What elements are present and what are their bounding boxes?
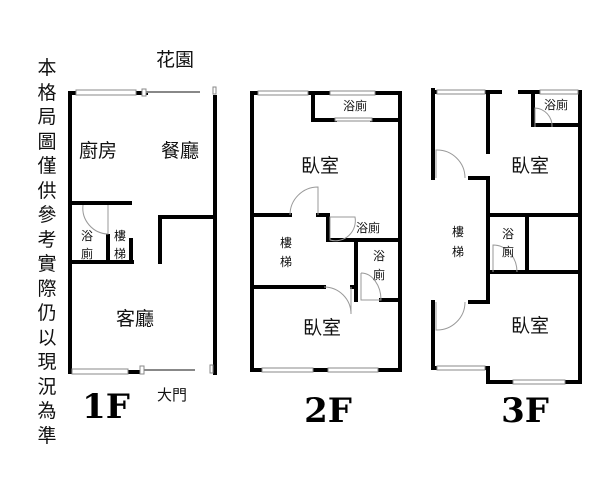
window <box>539 89 579 95</box>
floor-2-walls <box>250 91 402 372</box>
disclaimer-char: 際 <box>37 277 57 300</box>
disclaimer-char: 現 <box>37 351 57 373</box>
door-swing <box>435 301 466 331</box>
label-bath: 浴 <box>373 249 385 263</box>
label-bedroom: 臥室 <box>303 317 341 339</box>
floor-1-plan: 花園 廚房 餐廳 浴 廁 樓 梯 客廳 大門 1F <box>68 49 217 427</box>
floor-label-2f: 2F <box>304 391 352 431</box>
label-bath: 廁 <box>373 267 385 282</box>
window <box>261 367 314 373</box>
label-bedroom: 臥室 <box>511 155 549 177</box>
disclaimer-char: 本 <box>37 57 57 79</box>
disclaimer-char: 實 <box>37 253 57 275</box>
label-stairs: 樓 <box>114 228 126 243</box>
window <box>436 365 486 371</box>
disclaimer-char: 供 <box>37 179 57 202</box>
label-stairs: 梯 <box>280 255 292 269</box>
door-swing <box>435 149 466 179</box>
door-swing <box>329 216 356 242</box>
disclaimer-char: 況 <box>37 375 57 398</box>
label-bath: 廁 <box>81 246 93 261</box>
disclaimer-char: 考 <box>37 228 57 251</box>
label-bath: 廁 <box>502 244 514 259</box>
disclaimer-char: 準 <box>37 424 57 447</box>
disclaimer-char: 格 <box>37 81 57 104</box>
label-dining: 餐廳 <box>161 140 199 162</box>
label-bedroom: 臥室 <box>301 155 339 177</box>
label-stairs: 梯 <box>452 245 464 259</box>
window <box>512 379 566 385</box>
door-swing <box>534 107 553 128</box>
disclaimer-char: 僅 <box>37 155 57 177</box>
door-swing <box>323 286 352 315</box>
window <box>71 368 129 375</box>
label-stairs: 樓 <box>452 224 464 239</box>
floor-label-3f: 3F <box>501 391 549 431</box>
door-swing <box>492 244 518 273</box>
window-frame <box>212 86 217 95</box>
window <box>334 117 373 122</box>
door-swing <box>82 204 109 235</box>
disclaimer-char: 局 <box>37 106 57 128</box>
window <box>327 367 379 373</box>
window <box>329 90 376 96</box>
window-frame <box>141 88 147 97</box>
floor-3-walls <box>431 88 582 384</box>
label-stairs: 梯 <box>114 247 126 261</box>
window <box>257 90 309 96</box>
disclaimer-char: 圖 <box>37 130 57 153</box>
floor-label-1f: 1F <box>82 387 130 427</box>
label-bedroom: 臥室 <box>511 315 549 337</box>
disclaimer-char: 仍 <box>37 302 57 324</box>
label-bath: 浴廁 <box>356 220 380 235</box>
label-bath: 浴廁 <box>544 97 568 112</box>
label-bath: 浴 <box>502 227 514 241</box>
window-frame <box>209 364 214 374</box>
disclaimer-char: 參 <box>37 204 57 226</box>
label-bath: 浴廁 <box>343 98 367 113</box>
label-kitchen: 廚房 <box>79 139 117 162</box>
floor-2-plan: 浴廁 臥室 浴廁 樓 梯 浴 廁 臥室 2F <box>250 90 402 431</box>
label-living-room: 客廳 <box>116 308 154 330</box>
label-bath: 浴 <box>81 229 93 243</box>
floor-3-plan: 浴廁 臥室 樓 梯 浴 廁 臥室 3F <box>431 88 582 431</box>
window <box>436 89 486 95</box>
door-swing <box>289 186 319 216</box>
label-stairs: 樓 <box>280 235 292 250</box>
disclaimer-char: 為 <box>37 400 57 422</box>
disclaimer-char: 以 <box>37 326 57 349</box>
door-swing <box>360 272 382 301</box>
label-entrance: 大門 <box>157 386 187 404</box>
label-garden: 花園 <box>156 49 194 71</box>
disclaimer-vertical-text: 本 格 局 圖 僅 供 參 考 實 際 仍 以 現 況 為 準 <box>36 56 58 448</box>
window <box>75 89 137 96</box>
window-frame <box>139 365 145 375</box>
